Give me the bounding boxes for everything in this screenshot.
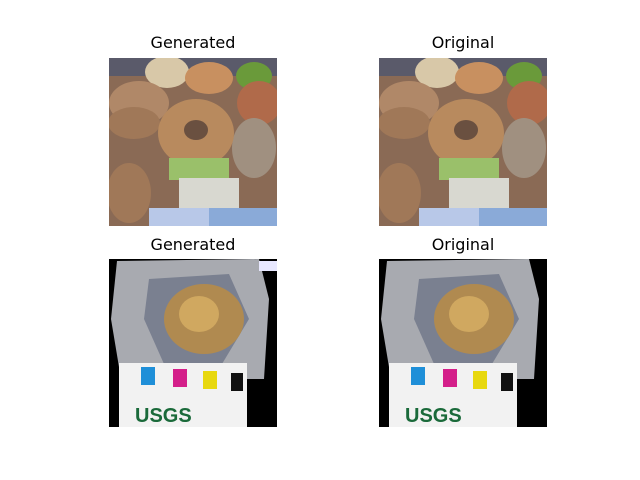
- panel-title-original-top: Original: [431, 33, 495, 52]
- panel-title-original-bottom: Original: [431, 235, 495, 254]
- panel-title-generated-top: Generated: [150, 33, 236, 52]
- usgs-logo: USGS: [135, 405, 192, 427]
- panel-title-generated-bottom: Generated: [150, 235, 236, 254]
- bagels-image: [109, 58, 277, 226]
- mineral-specimen-image: USGS: [109, 259, 277, 427]
- mineral-specimen-image: USGS: [379, 259, 547, 427]
- usgs-logo: USGS: [405, 405, 462, 427]
- bagels-image: [379, 58, 547, 226]
